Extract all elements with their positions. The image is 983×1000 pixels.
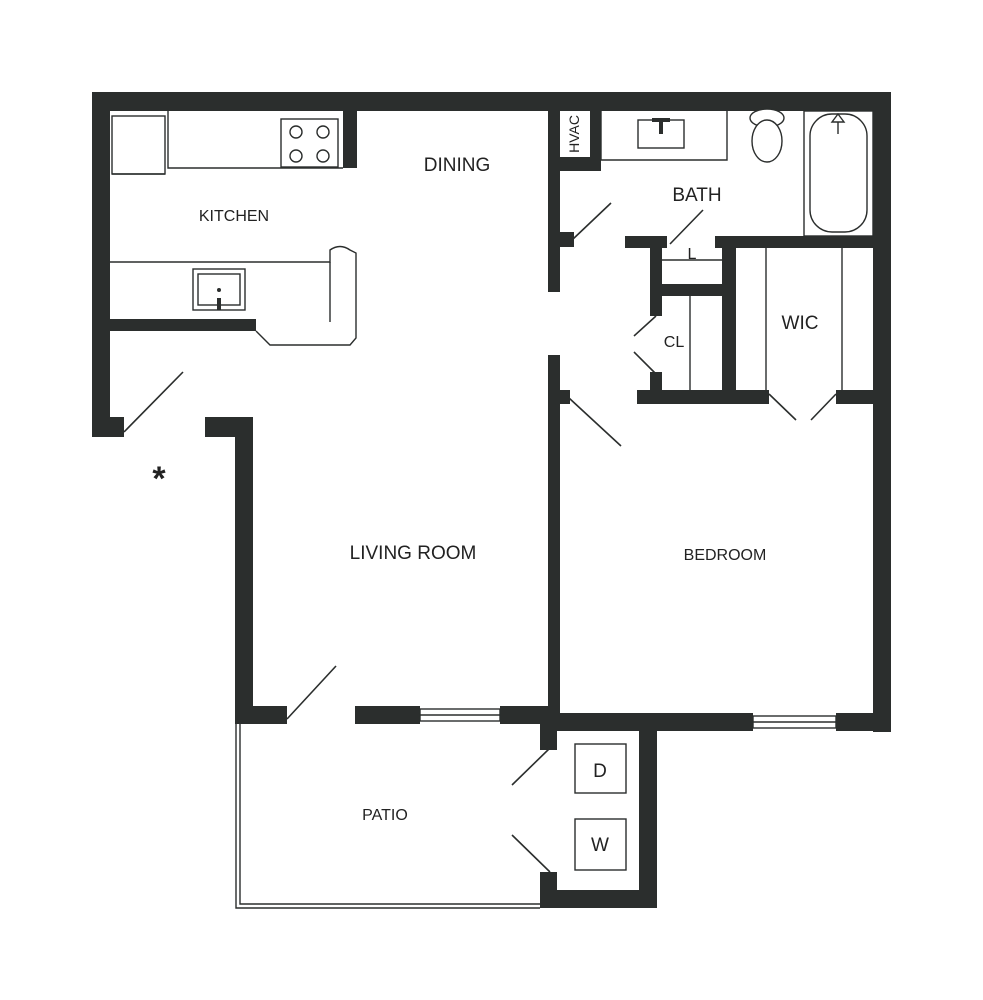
laundry bbox=[574, 743, 627, 871]
dryer bbox=[574, 743, 627, 794]
kitchen-label: KITCHEN bbox=[199, 208, 269, 225]
dining-label: DINING bbox=[424, 155, 491, 176]
refrigerator bbox=[111, 115, 166, 175]
doors bbox=[123, 202, 837, 873]
closet-details bbox=[662, 248, 843, 390]
closet-door-upper[interactable] bbox=[633, 315, 657, 337]
wic-door-left[interactable] bbox=[768, 393, 797, 421]
patio-railing bbox=[235, 724, 540, 909]
laundry-door-lower[interactable] bbox=[511, 834, 551, 873]
range-stove bbox=[280, 118, 339, 168]
room-labels: KITCHEN DINING BATH HVAC L CL WIC LIVING… bbox=[152, 115, 818, 856]
wic-door-right[interactable] bbox=[810, 393, 837, 421]
wic-label: WIC bbox=[782, 313, 819, 334]
entry-door[interactable] bbox=[123, 371, 184, 433]
bath-label: BATH bbox=[672, 185, 721, 206]
interior-walls bbox=[108, 100, 891, 722]
entry-marker: * bbox=[152, 460, 166, 498]
linen-door[interactable] bbox=[669, 209, 704, 245]
dryer-label: D bbox=[593, 761, 607, 782]
patio-door[interactable] bbox=[286, 665, 337, 720]
burner-icon bbox=[289, 149, 303, 163]
toilet-bowl bbox=[751, 119, 783, 163]
exterior-walls bbox=[92, 92, 891, 908]
closet-door-lower[interactable] bbox=[633, 351, 657, 375]
washer-label: W bbox=[591, 835, 609, 856]
hvac-label: HVAC bbox=[566, 115, 582, 153]
bedroom-label: BEDROOM bbox=[684, 547, 767, 564]
laundry-door-upper[interactable] bbox=[511, 747, 551, 786]
linen-label: L bbox=[688, 246, 697, 263]
bath-fixtures bbox=[600, 108, 874, 237]
kitchen-fixtures bbox=[110, 111, 357, 346]
bedroom-door[interactable] bbox=[568, 397, 622, 447]
windows bbox=[419, 708, 837, 729]
burner-icon bbox=[316, 125, 330, 139]
washer bbox=[574, 818, 627, 871]
burner-icon bbox=[289, 125, 303, 139]
patio-label: PATIO bbox=[362, 807, 408, 824]
living-room-label: LIVING ROOM bbox=[350, 543, 477, 564]
bath-door[interactable] bbox=[571, 202, 612, 241]
burner-icon bbox=[316, 149, 330, 163]
closet-label: CL bbox=[664, 334, 685, 351]
